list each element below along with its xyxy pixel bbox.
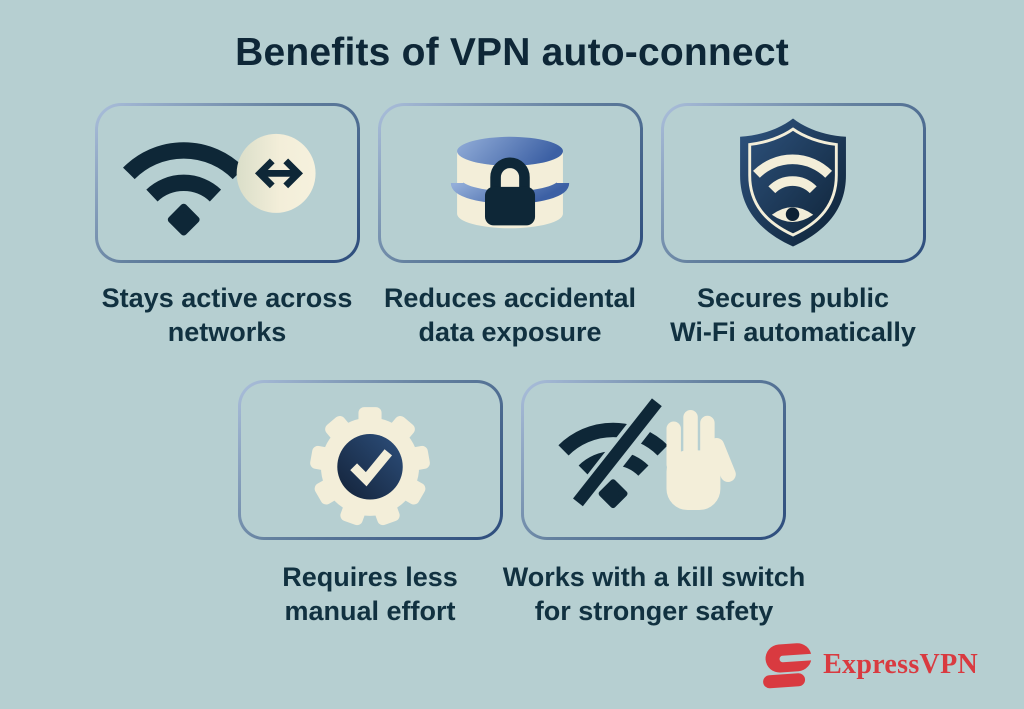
label-line: manual effort (284, 596, 456, 626)
card-label-kill-switch: Works with a kill switch for stronger sa… (474, 560, 834, 628)
page-title: Benefits of VPN auto-connect (235, 31, 789, 74)
label-line: data exposure (418, 317, 602, 347)
card-surface (664, 106, 923, 260)
shield-wifi-eye-icon (740, 118, 846, 247)
label-line: Works with a kill switch (502, 562, 806, 592)
label-line: networks (167, 317, 287, 347)
benefit-card-kill-switch (521, 380, 786, 540)
brand-logo: ExpressVPN (760, 641, 978, 689)
expressvpn-logo-icon (763, 643, 815, 689)
card-surface (524, 383, 783, 537)
label-line: Reduces accidental (383, 283, 637, 313)
label-line: Requires less (282, 562, 458, 592)
card-label-data-exposure: Reduces accidental data exposure (330, 281, 690, 349)
card-label-stays-active: Stays active across networks (47, 281, 407, 349)
label-line: Stays active across (101, 283, 353, 313)
wifi-roaming-icon (123, 133, 316, 236)
gear-checkmark-icon (310, 407, 430, 526)
label-line: Wi-Fi automatically (670, 317, 916, 347)
card-label-less-effort: Requires less manual effort (190, 560, 550, 628)
label-line: Secures public (696, 283, 890, 313)
card-surface (381, 106, 640, 260)
card-label-public-wifi: Secures public Wi-Fi automatically (613, 281, 973, 349)
benefit-card-data-exposure (378, 103, 643, 263)
card-surface (241, 383, 500, 537)
benefit-card-less-effort (238, 380, 503, 540)
card-surface (98, 106, 357, 260)
benefit-card-stays-active (95, 103, 360, 263)
benefit-card-public-wifi (661, 103, 926, 263)
label-line: for stronger safety (534, 596, 774, 626)
wifi-off-hand-icon (558, 396, 736, 511)
brand-wordmark: ExpressVPN (823, 649, 978, 680)
database-lock-icon (450, 136, 570, 229)
